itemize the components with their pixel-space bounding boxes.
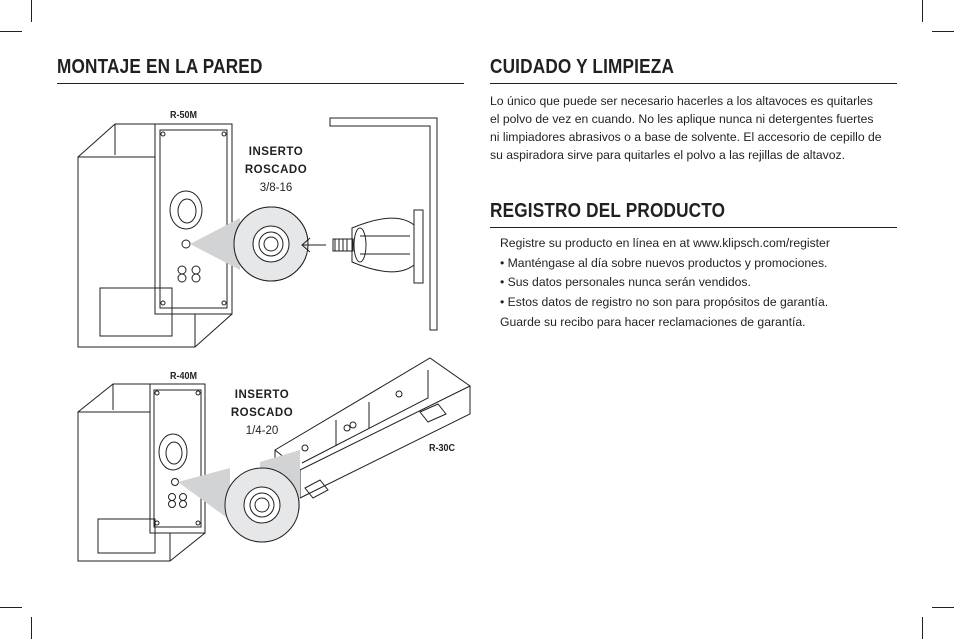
crop-mark (932, 31, 954, 32)
speaker-r30c (274, 357, 471, 499)
care-paragraph: Lo único que puede ser necesario hacerle… (490, 92, 910, 164)
crop-mark (922, 617, 923, 639)
registration-heading: REGISTRO DEL PRODUCTO (490, 200, 726, 222)
insert-label: INSERTO (248, 146, 304, 158)
registration-list: Registre su producto en línea en at www.… (500, 234, 900, 332)
care-line: ni limpiadores abrasivos o a base de sol… (490, 130, 882, 144)
crop-mark (922, 0, 923, 22)
insert-size: 3/8-16 (259, 182, 293, 194)
care-rule (490, 83, 897, 84)
model-label-r30c: R-30C (429, 443, 456, 454)
care-line: Lo único que puede ser necesario hacerle… (490, 94, 873, 108)
registration-line: Registre su producto en línea en at www.… (500, 236, 830, 250)
insert-callout-bottom: INSERTO ROSCADO 1/4-20 (222, 386, 302, 440)
crop-mark (0, 607, 22, 608)
registration-line: • Sus datos personales nunca serán vendi… (500, 275, 751, 290)
care-heading: CUIDADO Y LIMPIEZA (490, 56, 675, 78)
insert-label: INSERTO (234, 389, 290, 401)
insert-label: ROSCADO (244, 164, 308, 176)
registration-line: • Estos datos de registro no son para pr… (500, 295, 829, 310)
crop-mark (932, 607, 954, 608)
speaker-r50m (77, 123, 233, 348)
crop-mark (31, 617, 32, 639)
crop-mark (31, 0, 32, 22)
insert-label: ROSCADO (230, 407, 294, 419)
crop-mark (0, 31, 22, 32)
model-label-r40m: R-40M (170, 371, 198, 382)
insert-callout-top: INSERTO ROSCADO 3/8-16 (236, 143, 316, 197)
registration-line: Guarde su recibo para hacer reclamacione… (500, 314, 806, 329)
registration-line: • Manténgase al día sobre nuevos product… (500, 255, 828, 270)
model-label-r50m: R-50M (170, 110, 198, 121)
wall-mount-rule (57, 83, 464, 84)
registration-rule (490, 227, 897, 228)
care-line: su aspiradora sirve para quitarles el po… (490, 148, 845, 162)
care-line: el polvo de vez en cuando. No les apliqu… (490, 112, 874, 126)
speaker-r40m (77, 383, 206, 562)
wall-mount-heading: MONTAJE EN LA PARED (57, 56, 263, 78)
insert-size: 1/4-20 (245, 425, 279, 437)
